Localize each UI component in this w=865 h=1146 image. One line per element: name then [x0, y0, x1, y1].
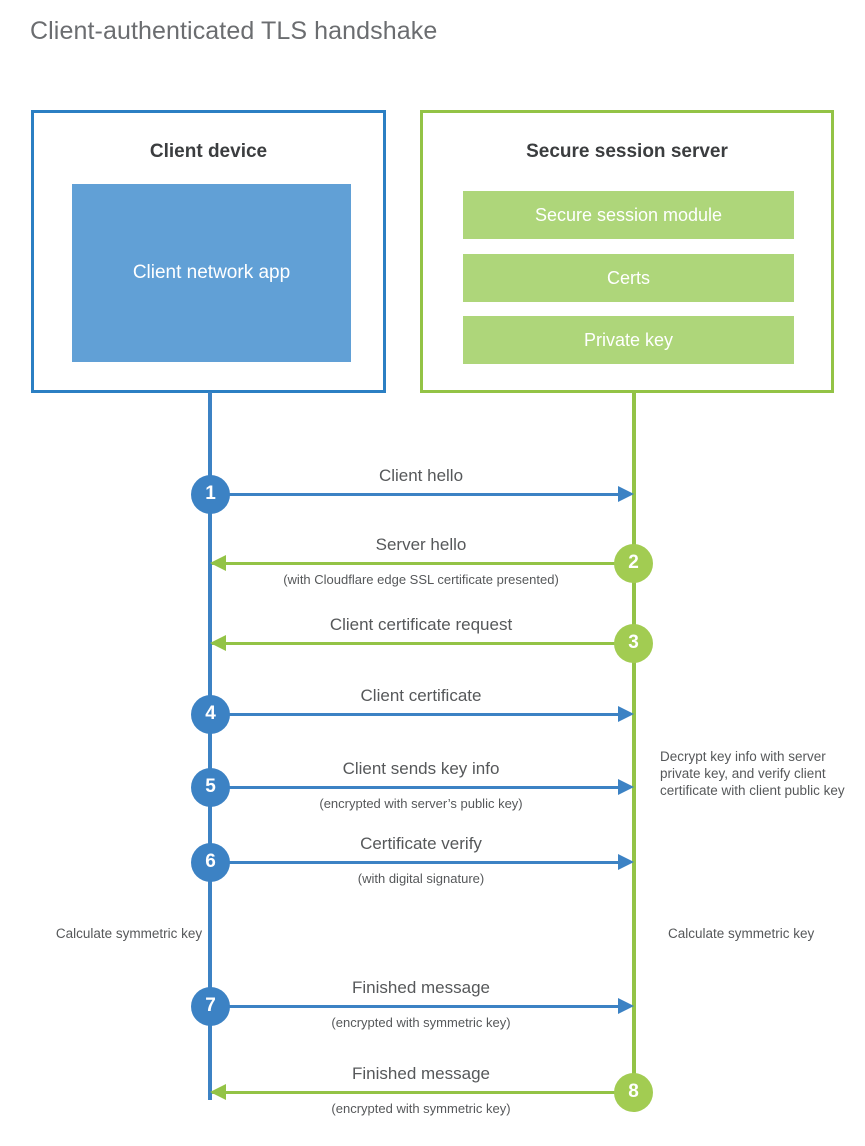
step-5-label: Client sends key info [342, 759, 500, 778]
arrow-right-icon [618, 486, 634, 502]
server-lifeline [632, 392, 636, 1092]
step-6-arrow-line [210, 861, 630, 864]
arrow-right-icon [618, 854, 634, 870]
step-1-label: Client hello [378, 466, 464, 485]
calculate-symmetric-key-client-note: Calculate symmetric key [55, 926, 203, 941]
arrow-right-icon [618, 706, 634, 722]
step-4-badge: 4 [191, 694, 230, 734]
step-5-sublabel: (encrypted with server’s public key) [319, 796, 523, 811]
step-7-label: Finished message [352, 978, 490, 997]
step-1-badge: 1 [191, 474, 230, 514]
arrow-left-icon [210, 635, 226, 651]
calculate-symmetric-key-server-note: Calculate symmetric key [668, 926, 815, 941]
step-7-sublabel: (encrypted with symmetric key) [331, 1015, 511, 1030]
step-3-badge: 3 [614, 623, 653, 663]
step-6-sublabel: (with digital signature) [357, 871, 485, 886]
server-module-secure-session-module: Secure session module [463, 191, 794, 239]
client-lifeline [208, 392, 212, 1100]
step-8-arrow-line [212, 1091, 632, 1094]
step-5-badge: 5 [191, 767, 230, 807]
step-8-label: Finished message [352, 1064, 490, 1083]
step-2-badge: 2 [614, 543, 653, 583]
arrow-right-icon [618, 779, 634, 795]
client-network-app-block: Client network app [72, 184, 351, 362]
page-title: Client-authenticated TLS handshake [30, 17, 438, 45]
step-5-arrow-line [210, 786, 630, 789]
step-3-label: Client certificate request [329, 615, 513, 634]
step-4-arrow-line [210, 713, 630, 716]
step-7-arrow-line [210, 1005, 630, 1008]
client-device-title: Client device [149, 141, 268, 162]
step-1-arrow-line [210, 493, 630, 496]
step-2-arrow-line [212, 562, 632, 565]
arrow-left-icon [210, 1084, 226, 1100]
step-6-badge: 6 [191, 842, 230, 882]
step-2-sublabel: (with Cloudflare edge SSL certificate pr… [283, 572, 559, 587]
arrow-right-icon [618, 998, 634, 1014]
step-8-sublabel: (encrypted with symmetric key) [331, 1101, 511, 1116]
step-3-arrow-line [212, 642, 632, 645]
server-decrypt-note: Decrypt key info with server private key… [660, 749, 845, 798]
step-2-label: Server hello [375, 535, 467, 554]
step-4-label: Client certificate [360, 686, 482, 705]
client-device-box: Client device Client network app [31, 110, 386, 393]
server-module-certs: Certs [463, 254, 794, 302]
step-6-label: Certificate verify [360, 834, 482, 853]
secure-session-server-box: Secure session server Secure session mod… [420, 110, 834, 393]
server-module-private-key: Private key [463, 316, 794, 364]
secure-session-server-title: Secure session server [526, 141, 728, 162]
step-7-badge: 7 [191, 986, 230, 1026]
step-8-badge: 8 [614, 1072, 653, 1112]
arrow-left-icon [210, 555, 226, 571]
